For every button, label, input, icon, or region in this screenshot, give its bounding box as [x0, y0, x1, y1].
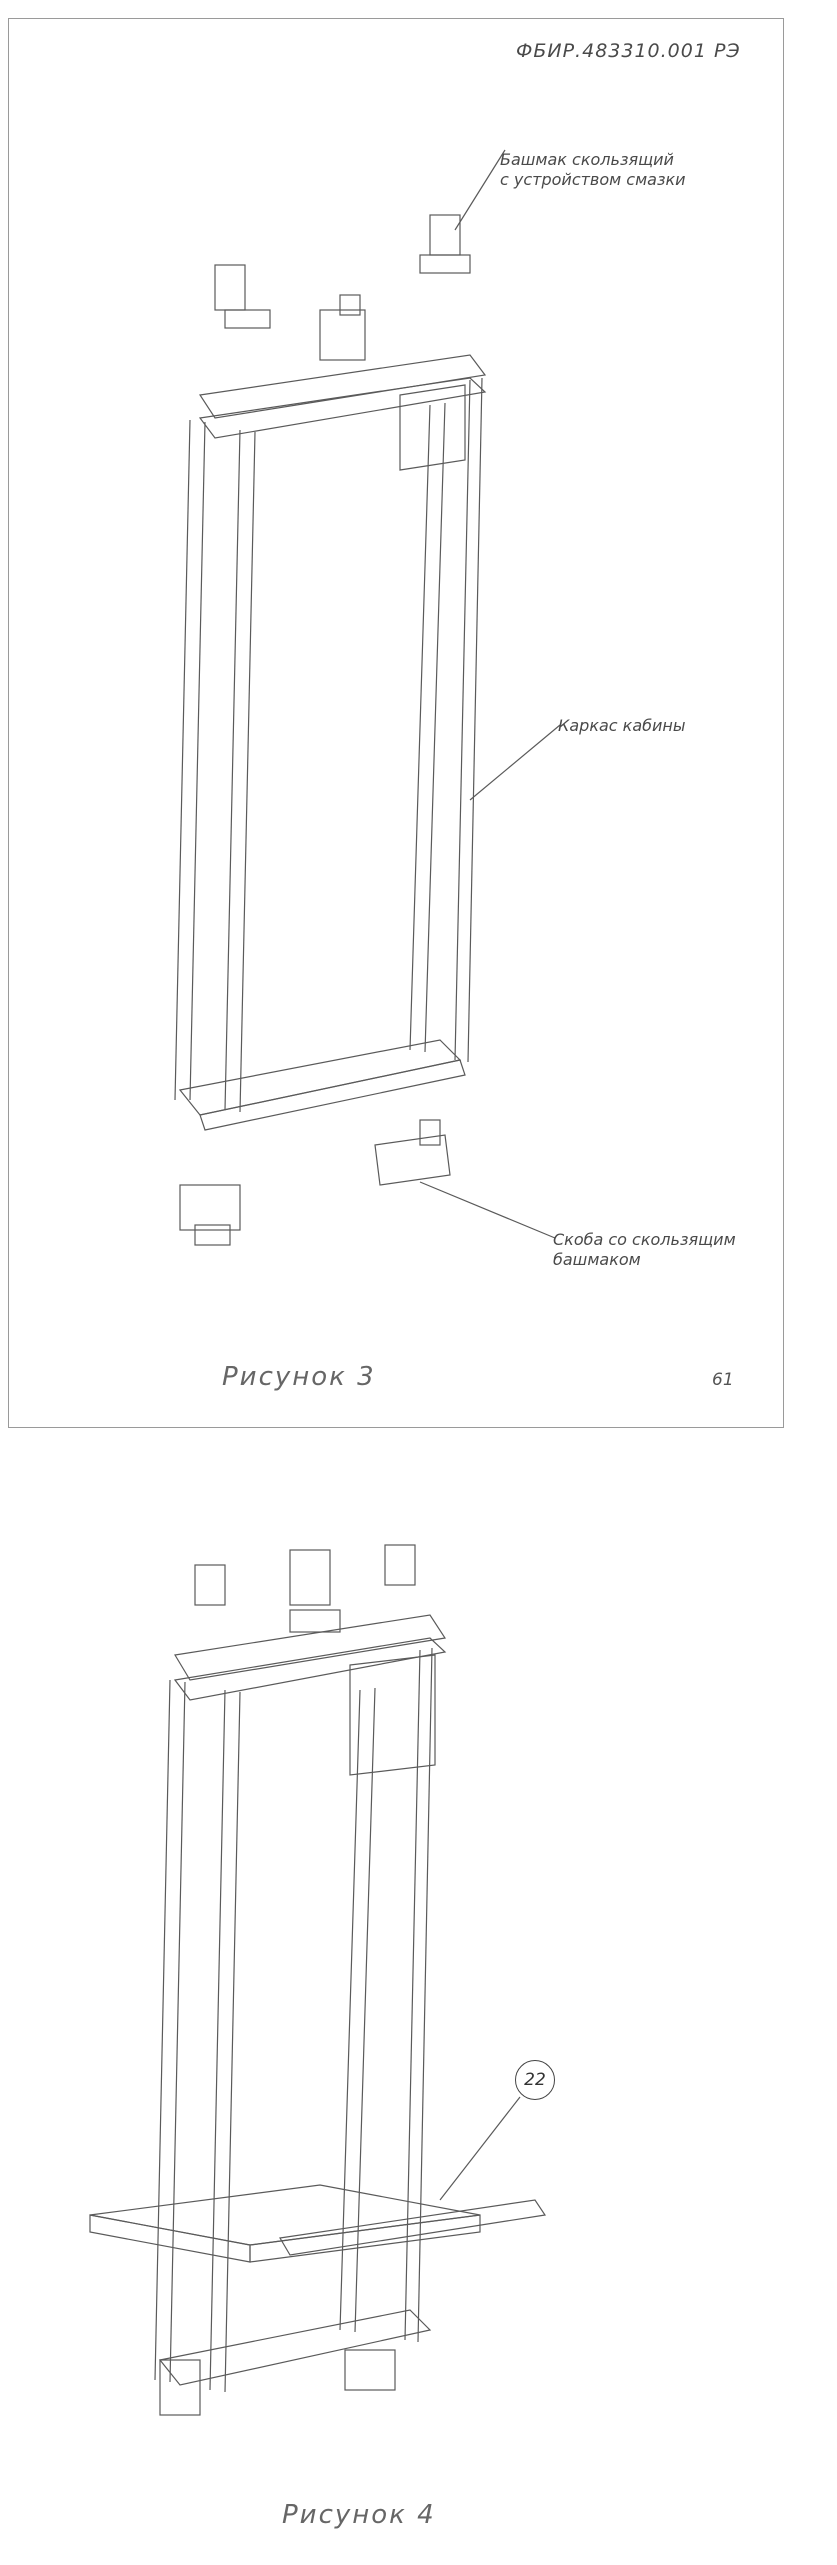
figure-caption: Рисунок 3: [222, 1362, 376, 1392]
figure-caption-2: Рисунок 4: [282, 2500, 436, 2530]
drawing-frame: [8, 18, 784, 1428]
document-number: ФБИР.483310.001 РЭ: [516, 40, 741, 62]
callout-cabin-frame: Каркас кабины: [558, 716, 686, 735]
page-figure-3: ФБИР.483310.001 РЭ: [8, 18, 784, 1428]
callout-sliding-shoe: Башмак скользящий с устройством смазки: [500, 150, 686, 189]
cabin-frame-drawing: [174, 149, 561, 1246]
page-number: 61: [712, 1370, 734, 1390]
callout-number-22: 22: [515, 2060, 555, 2100]
callout-bracket-shoe: Скоба со скользящим башмаком: [553, 1230, 736, 1269]
